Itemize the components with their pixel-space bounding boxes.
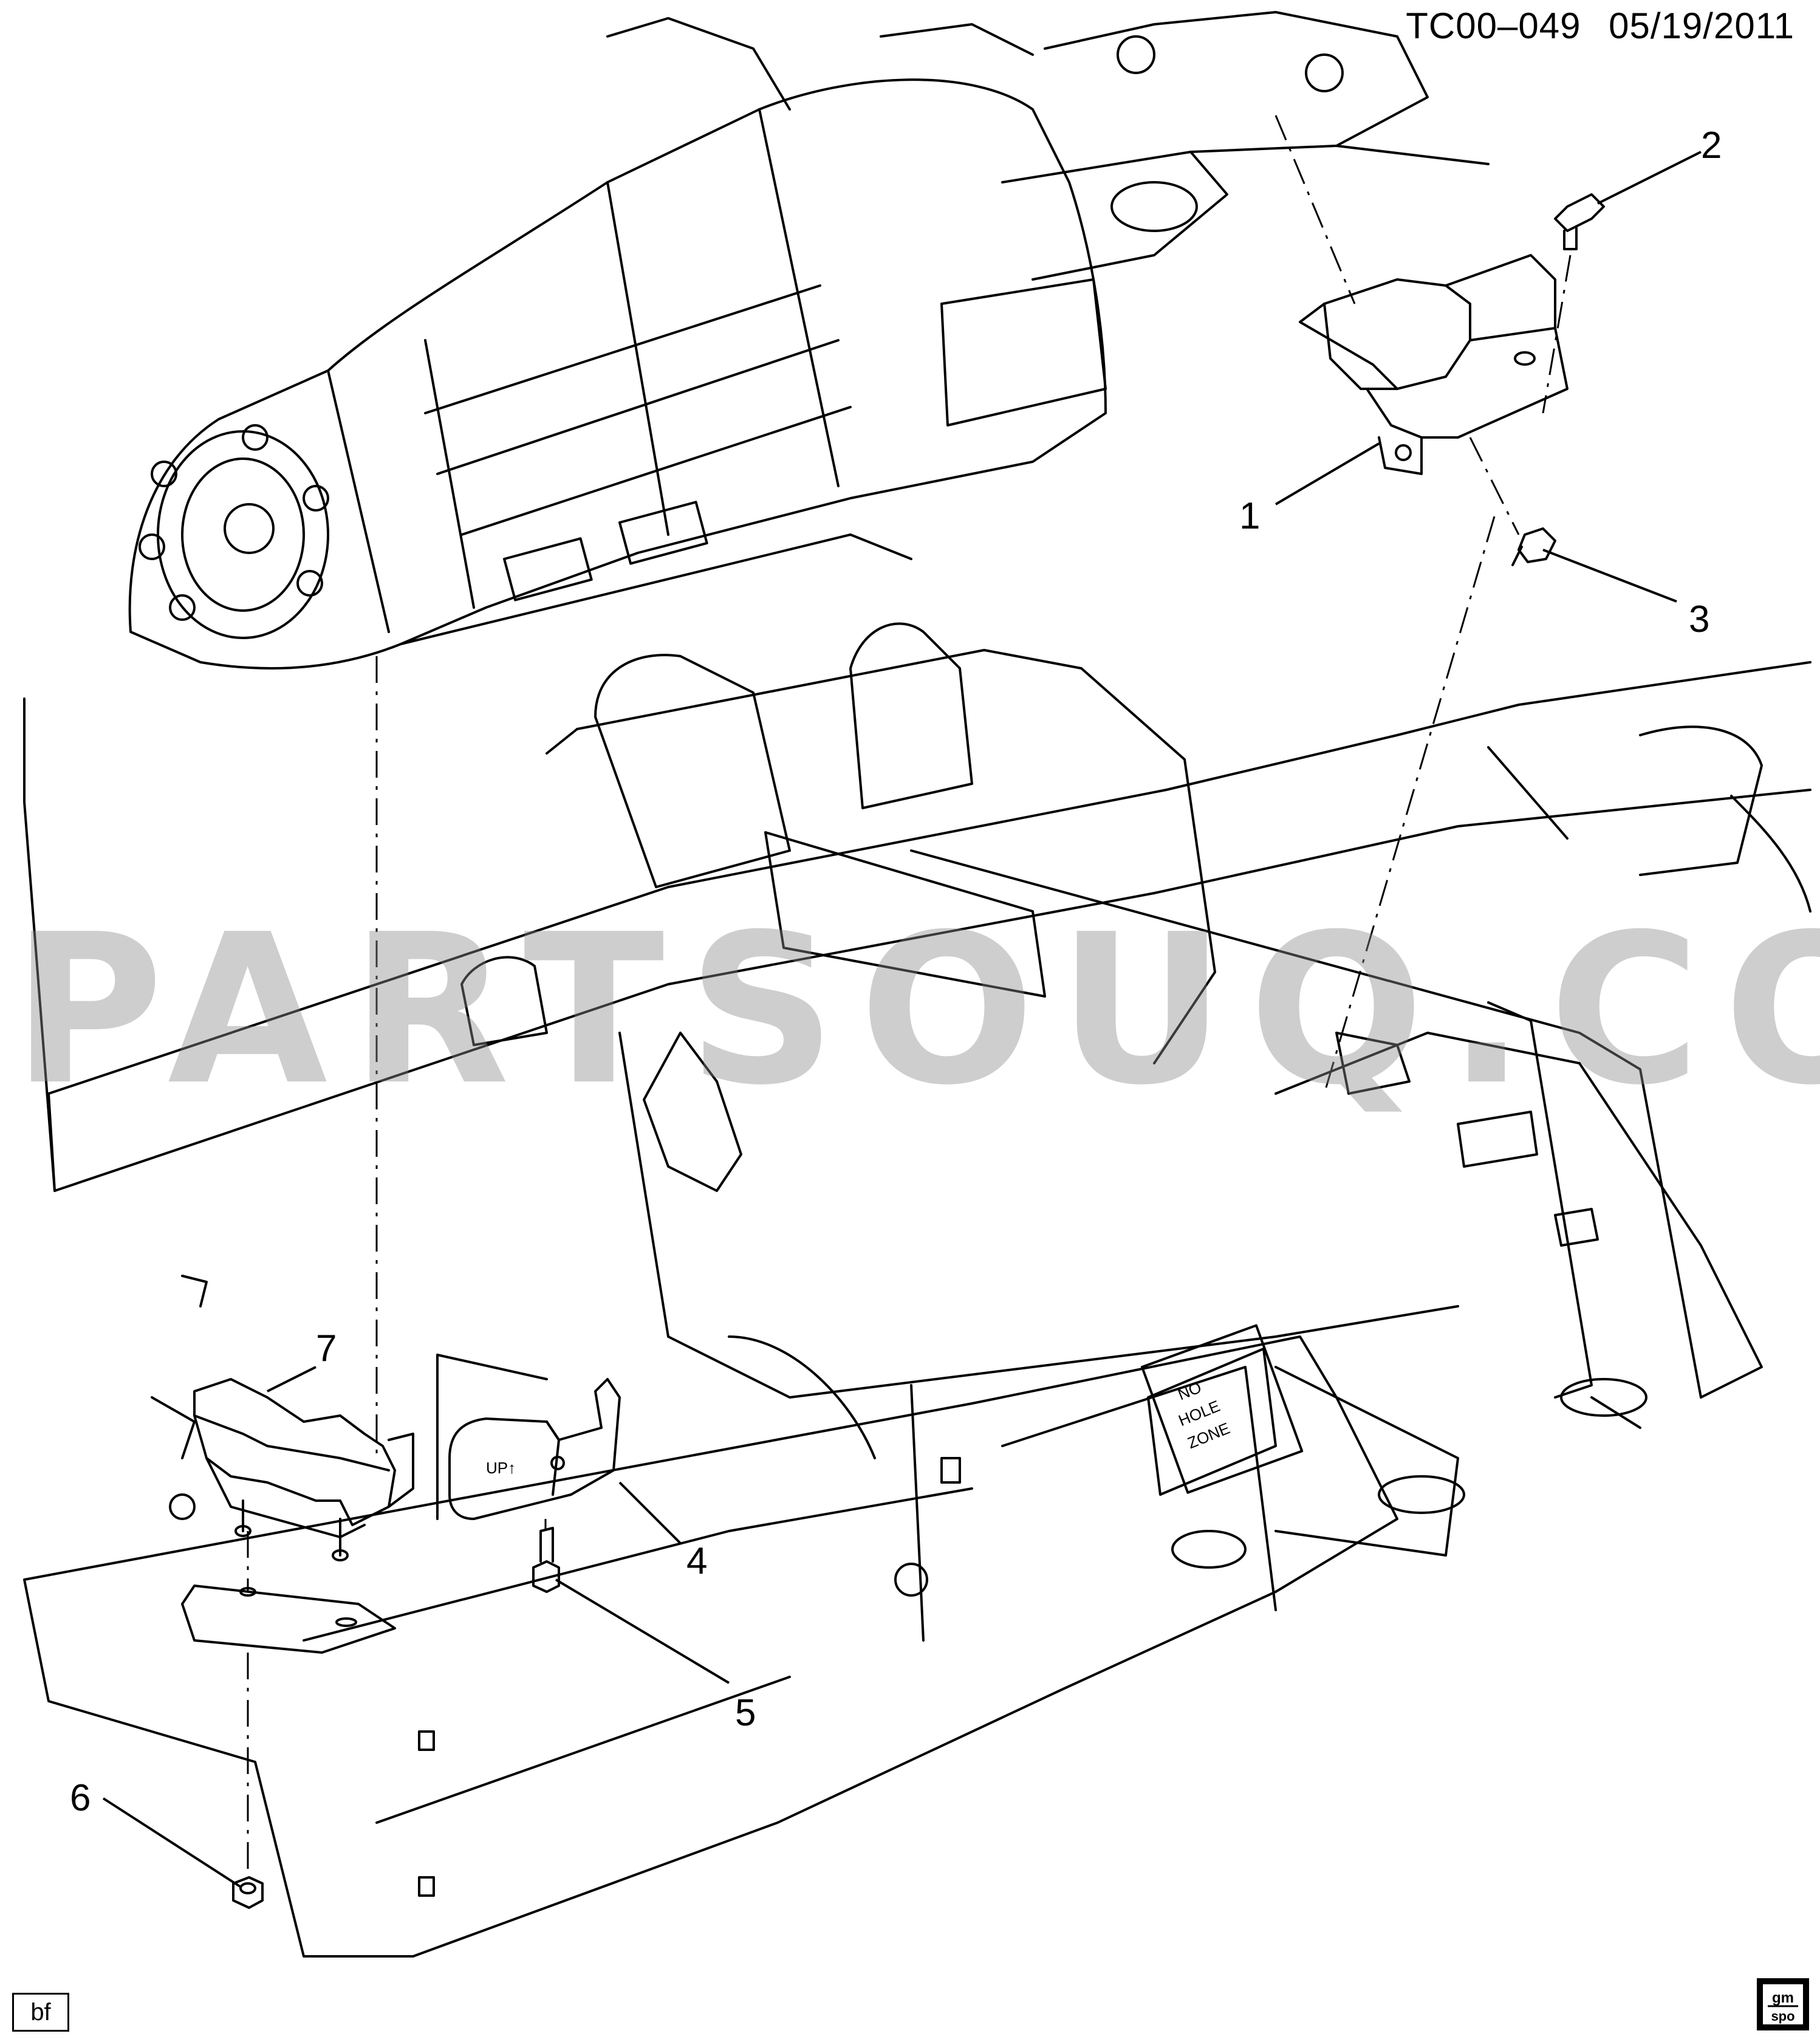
callout-3: 3 <box>1689 598 1709 640</box>
watermark: PARTSOUQ.COM <box>12 890 1820 1131</box>
callout-6: 6 <box>70 1777 91 1819</box>
diagram-header: TC00–049 05/19/2011 <box>1406 5 1794 47</box>
logo-bottom-text: spo <box>1771 2009 1794 2024</box>
diagram-date: 05/19/2011 <box>1609 5 1794 46</box>
part-5-bolt <box>532 1527 560 1593</box>
logo-top-text: gm <box>1772 1990 1794 2006</box>
leader-lines <box>102 151 1702 1888</box>
mounting-plate <box>181 1585 396 1654</box>
callout-labels: 1 2 3 4 5 6 7 <box>70 125 1722 1819</box>
callout-2: 2 <box>1701 125 1722 166</box>
part-1-mount <box>1299 254 1569 475</box>
part-4-shield <box>436 1354 621 1520</box>
part-2-bolt <box>1554 193 1605 250</box>
callout-4: 4 <box>686 1540 707 1582</box>
diagram-code: TC00–049 <box>1406 5 1581 46</box>
alignment-lines <box>247 115 1572 1871</box>
callout-5: 5 <box>735 1692 756 1734</box>
vehicle-frame <box>23 622 1811 1958</box>
callout-7: 7 <box>316 1328 337 1369</box>
footer-tag: bf <box>12 1993 69 2032</box>
part-3-nut <box>1511 527 1556 566</box>
part-7-trans-mount <box>193 1378 414 1561</box>
transmission <box>128 11 1490 670</box>
part-6-nut <box>232 1876 264 1909</box>
no-hole-zone-plate <box>1147 1348 1277 1496</box>
callout-1: 1 <box>1239 495 1260 537</box>
gm-spo-logo-icon: gm spo <box>1757 1978 1809 2030</box>
up-arrow-label: UP↑ <box>486 1459 516 1477</box>
